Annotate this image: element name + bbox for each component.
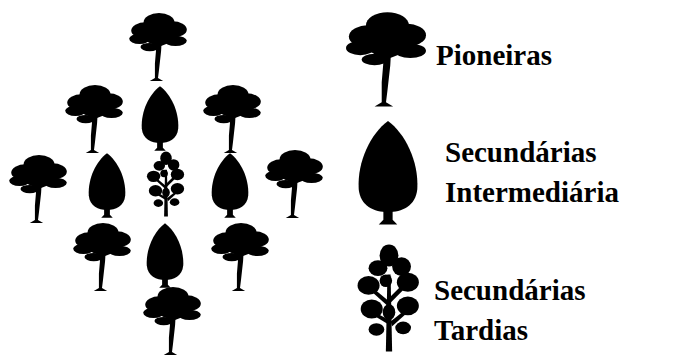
legend-late-icon <box>358 245 419 352</box>
intermediate-tree <box>212 153 249 217</box>
intermediate-tree <box>142 86 179 150</box>
intermediate-tree <box>147 223 184 287</box>
pioneer-tree <box>143 287 201 355</box>
legend-label: Pioneiras <box>436 35 681 75</box>
legend-intermediate-icon <box>359 121 418 224</box>
pioneer-tree <box>73 223 131 291</box>
legend-label: Secundárias Intermediária <box>445 132 683 212</box>
pioneer-tree <box>9 155 67 223</box>
pioneer-tree <box>65 85 123 153</box>
late-tree <box>147 152 184 217</box>
pioneer-tree <box>265 150 323 218</box>
intermediate-tree <box>89 153 126 217</box>
legend-label: Secundárias Tardias <box>434 270 682 350</box>
pioneer-tree <box>211 223 269 291</box>
legend-pioneer-icon <box>346 12 426 106</box>
pioneer-tree <box>129 13 187 81</box>
pioneer-tree <box>203 85 261 153</box>
